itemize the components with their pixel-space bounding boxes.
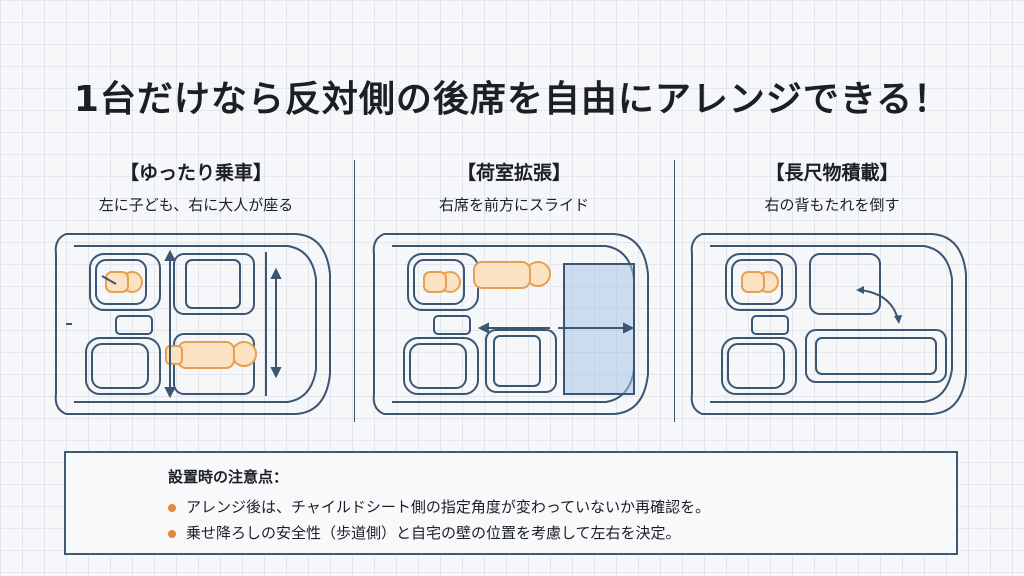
front-seat xyxy=(403,337,479,395)
slide-arrow-right xyxy=(558,322,635,334)
divider-2 xyxy=(674,160,675,422)
child-figure xyxy=(101,271,143,293)
page-title: 1台だけなら反対側の後席を自由にアレンジできる！ xyxy=(73,79,951,120)
note-item: アレンジ後は、チャイルドシート側の指定角度が変わっていないか再確認を。 xyxy=(168,496,710,517)
rear-seat-left xyxy=(173,253,255,315)
front-seat xyxy=(85,337,161,395)
adult-figure xyxy=(473,261,551,289)
child-figure xyxy=(741,271,779,293)
child-seat xyxy=(89,253,161,311)
panel-cargo-expansion: 【荷室拡張】 右席を前方にスライド xyxy=(354,158,674,428)
center-console xyxy=(433,315,471,335)
panel-heading: 【ゆったり乗車】 xyxy=(119,162,272,184)
note-item: 乗せ降ろしの安全性（歩道側）と自宅の壁の位置を考慮して左右を決定。 xyxy=(168,522,681,543)
front-seat xyxy=(721,337,797,395)
panel-heading: 【荷室拡張】 xyxy=(456,162,571,184)
rear-seat-left xyxy=(809,253,881,315)
panel-comfortable-ride: 【ゆったり乗車】 左に子ども、右に大人が座る xyxy=(36,158,356,428)
car-diagram-cargo xyxy=(372,233,649,415)
slid-rear-seat xyxy=(485,329,557,393)
folded-seatback xyxy=(805,329,947,383)
height-arrow-right xyxy=(270,267,282,379)
child-seat xyxy=(725,253,797,311)
child-figure xyxy=(423,271,461,293)
bullet-icon xyxy=(168,529,176,538)
center-console xyxy=(115,315,153,335)
car-inner xyxy=(710,245,953,403)
car-body xyxy=(372,233,649,415)
note-text: 乗せ降ろしの安全性（歩道側）と自宅の壁の位置を考慮して左右を決定。 xyxy=(186,524,681,542)
panel-heading: 【長尺物積載】 xyxy=(765,162,899,184)
notes-heading: 設置時の注意点： xyxy=(168,468,289,486)
divider-1 xyxy=(354,160,355,422)
panel-long-cargo: 【長尺物積載】 右の背もたれを倒す xyxy=(672,158,992,428)
slide-arrow-left xyxy=(477,322,550,334)
height-arrow-left xyxy=(164,249,176,399)
car-diagram-long-cargo xyxy=(690,233,967,415)
note-text: アレンジ後は、チャイルドシート側の指定角度が変わっていないか再確認を。 xyxy=(186,498,711,516)
fold-arrow-head-start xyxy=(856,286,864,294)
car-body xyxy=(690,233,967,415)
panel-caption: 右の背もたれを倒す xyxy=(764,196,900,214)
adult-figure xyxy=(165,341,257,369)
car-inner xyxy=(74,245,317,403)
caution-notes-box: 設置時の注意点： アレンジ後は、チャイルドシート側の指定角度が変わっていないか再… xyxy=(64,451,958,555)
car-body xyxy=(54,233,331,415)
panel-caption: 左に子ども、右に大人が座る xyxy=(98,196,294,214)
center-console xyxy=(751,315,789,335)
car-diagram-comfortable xyxy=(54,233,331,415)
panel-caption: 右席を前方にスライド xyxy=(438,196,589,214)
bullet-icon xyxy=(168,503,176,512)
fold-arrow-head-end xyxy=(894,315,902,324)
